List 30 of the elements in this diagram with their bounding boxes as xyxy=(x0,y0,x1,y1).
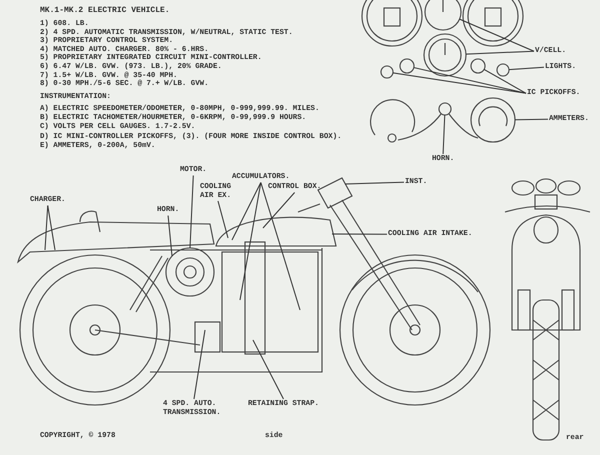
leader-line xyxy=(190,175,194,248)
leader-line xyxy=(194,330,206,400)
leader-line xyxy=(508,66,544,70)
leader-line xyxy=(262,192,296,228)
leader-line xyxy=(442,114,446,154)
control-knob xyxy=(399,58,415,74)
leader-line xyxy=(484,68,526,94)
ammeter-dial xyxy=(470,97,516,143)
leader-line xyxy=(465,50,534,55)
leader-line xyxy=(392,72,526,94)
leader-line xyxy=(332,234,388,235)
horn-button xyxy=(438,102,452,116)
leader-line xyxy=(252,340,284,400)
leader-line xyxy=(168,215,172,256)
leader-line xyxy=(232,182,262,240)
leader-line xyxy=(240,182,262,300)
gauge-dial xyxy=(423,33,467,77)
title: MK.1-MK.2 ELECTRIC VEHICLE. xyxy=(40,6,170,16)
leader-line xyxy=(44,205,48,250)
leader-line xyxy=(260,182,300,310)
leader-line xyxy=(459,18,534,52)
leader-line xyxy=(514,118,548,120)
control-knob xyxy=(380,65,394,79)
leader-line xyxy=(47,205,56,250)
gauge-dial xyxy=(424,0,462,31)
control-knob xyxy=(496,63,510,77)
leader-line xyxy=(413,67,526,94)
control-knob xyxy=(470,58,486,74)
leader-line xyxy=(344,182,404,184)
leader-line xyxy=(218,200,228,238)
